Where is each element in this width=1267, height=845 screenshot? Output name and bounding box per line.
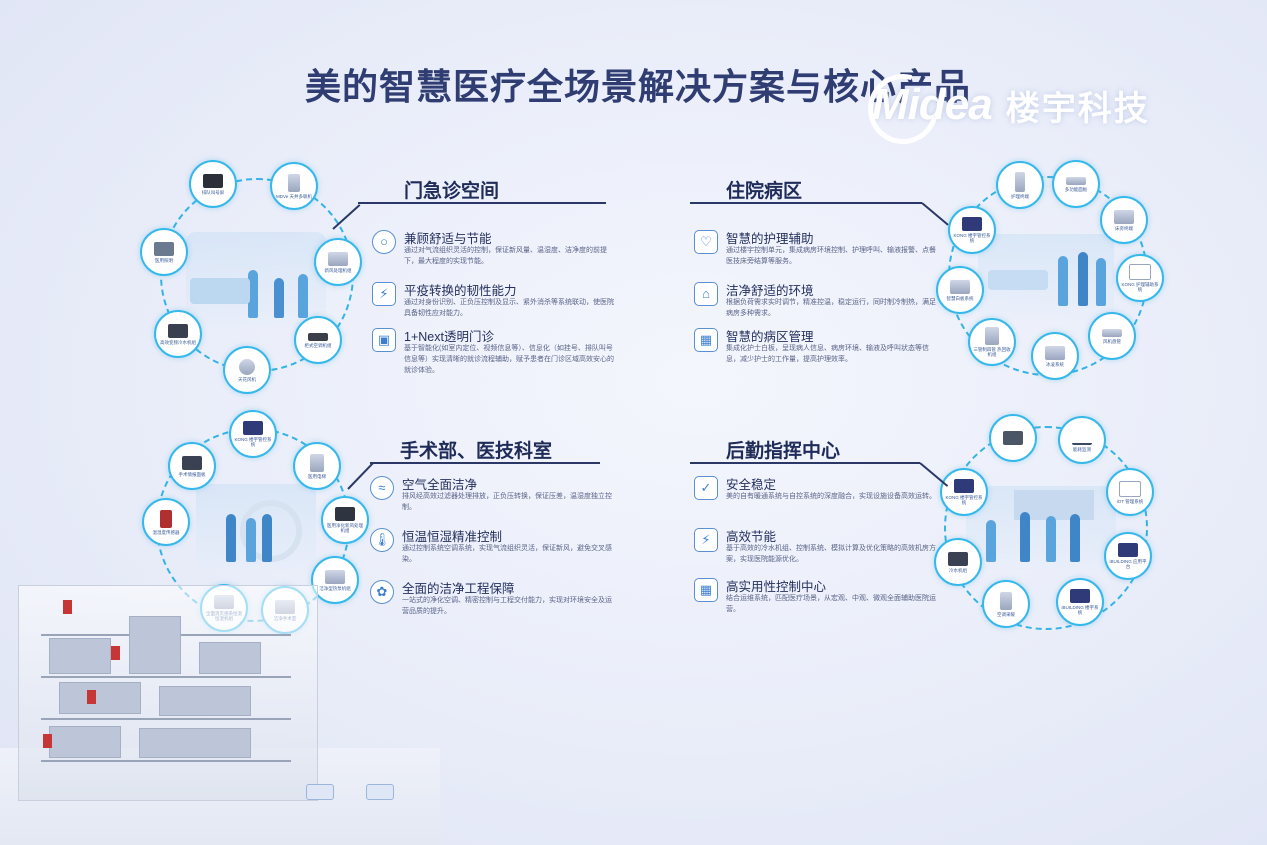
outpatient-node-5: 天花风机 xyxy=(223,346,271,394)
surgery-node-4: 洁净型热泵机组 xyxy=(311,556,359,604)
inpatient-section: 住院病区 xyxy=(694,176,802,203)
logistics-scene xyxy=(966,486,1116,570)
model-label-chip xyxy=(366,784,394,800)
logistics-section: 后勤指挥中心 xyxy=(694,436,840,463)
outpatient-connector-line xyxy=(332,204,361,230)
outpatient-node-3: 新风处理机组 xyxy=(314,238,362,286)
logistics-connector-line xyxy=(919,462,949,487)
inpatient-node-9: KONG 楼宇管控系统 xyxy=(948,206,996,254)
hospital-building-model xyxy=(18,585,318,801)
surgery-node-1: KONG 楼宇管控系统 xyxy=(229,410,277,458)
inpatient-node-1: 护理终端 xyxy=(996,161,1044,209)
brand-logo-text: Midea xyxy=(872,80,993,129)
outpatient-section: 门急诊空间 xyxy=(372,176,499,203)
outpatient-title: 门急诊空间 xyxy=(404,181,500,202)
logistics-node-8: KONG 楼宇管控系统 xyxy=(940,468,988,516)
logistics-node-6: 空调采暖 xyxy=(982,580,1030,628)
inpatient-node-7: 三管制四管 热回收机组 xyxy=(968,318,1016,366)
surgery-title-underline xyxy=(370,462,600,464)
lightning-icon: ⚡ xyxy=(694,528,718,552)
check-shield-icon: ✓ xyxy=(694,476,718,500)
outpatient-title-underline xyxy=(358,202,606,204)
home-icon: ⌂ xyxy=(694,282,718,306)
outpatient-node-6: 高效变频冷水机组 xyxy=(154,310,202,358)
kiosk-icon: ▣ xyxy=(372,328,396,352)
inpatient-node-6: 冰凌系统 xyxy=(1031,332,1079,380)
surgery-node-2: 医用电梯 xyxy=(293,442,341,490)
inpatient-scene xyxy=(978,234,1114,320)
logistics-node-2: 能耗监测 xyxy=(1058,416,1106,464)
inpatient-node-2: 多功能面板 xyxy=(1052,160,1100,208)
logistics-node-4: iBUILDING 应用平台 xyxy=(1104,532,1152,580)
building-icon: ▦ xyxy=(694,328,718,352)
surgery-title: 手术部、医技科室 xyxy=(400,441,553,462)
surgery-section: 手术部、医技科室 xyxy=(372,436,552,463)
inpatient-node-8: 智慧白板系统 xyxy=(936,266,984,314)
surgery-scene xyxy=(196,484,316,570)
brand-subtitle: 楼宇科技 xyxy=(1005,89,1150,128)
thermometer-icon: 🌡 xyxy=(370,528,394,552)
lightning-icon: ⚡ xyxy=(372,282,396,306)
logistics-node-5: iBUILDING 楼宇系统 xyxy=(1056,578,1104,626)
lightbulb-icon: ○ xyxy=(372,230,396,254)
outpatient-node-2: MDVe 天井多联机 xyxy=(270,162,318,210)
airflow-icon: ≈ xyxy=(370,476,394,500)
shield-heart-icon: ♡ xyxy=(694,230,718,254)
logistics-title-underline xyxy=(690,462,920,464)
logistics-title: 后勤指挥中心 xyxy=(726,441,841,462)
outpatient-node-1: 排队叫号屏 xyxy=(189,160,237,208)
surgery-node-3: 医用净化新风处理机组 xyxy=(321,496,369,544)
logistics-product-ring xyxy=(944,426,1148,630)
outpatient-scene xyxy=(186,232,326,327)
inpatient-connector-line xyxy=(921,202,949,226)
inpatient-title: 住院病区 xyxy=(726,181,803,202)
logistics-node-1 xyxy=(989,414,1037,462)
leaf-icon: ✿ xyxy=(370,580,394,604)
outpatient-node-4: 柜式空调机组 xyxy=(294,316,342,364)
surgery-node-7: 温湿度传感器 xyxy=(142,498,190,546)
surgery-node-8: 手术情报面板 xyxy=(168,442,216,490)
outpatient-node-7: 医用照明 xyxy=(140,228,188,276)
logistics-node-3: iOT 管理系统 xyxy=(1106,468,1154,516)
inpatient-node-5: 风机盘管 xyxy=(1088,312,1136,360)
inpatient-node-4: KONG 护理辅助系统 xyxy=(1116,254,1164,302)
exhibit-title: 美的智慧医疗全场景解决方案与核心产品 xyxy=(305,66,972,107)
inpatient-node-3: 床旁终端 xyxy=(1100,196,1148,244)
midea-logo: Midea 楼宇科技 xyxy=(855,61,1150,157)
model-label-chip xyxy=(306,784,334,800)
logistics-node-7: 冷水机组 xyxy=(934,538,982,586)
inpatient-title-underline xyxy=(690,202,922,204)
building-icon: ▦ xyxy=(694,578,718,602)
